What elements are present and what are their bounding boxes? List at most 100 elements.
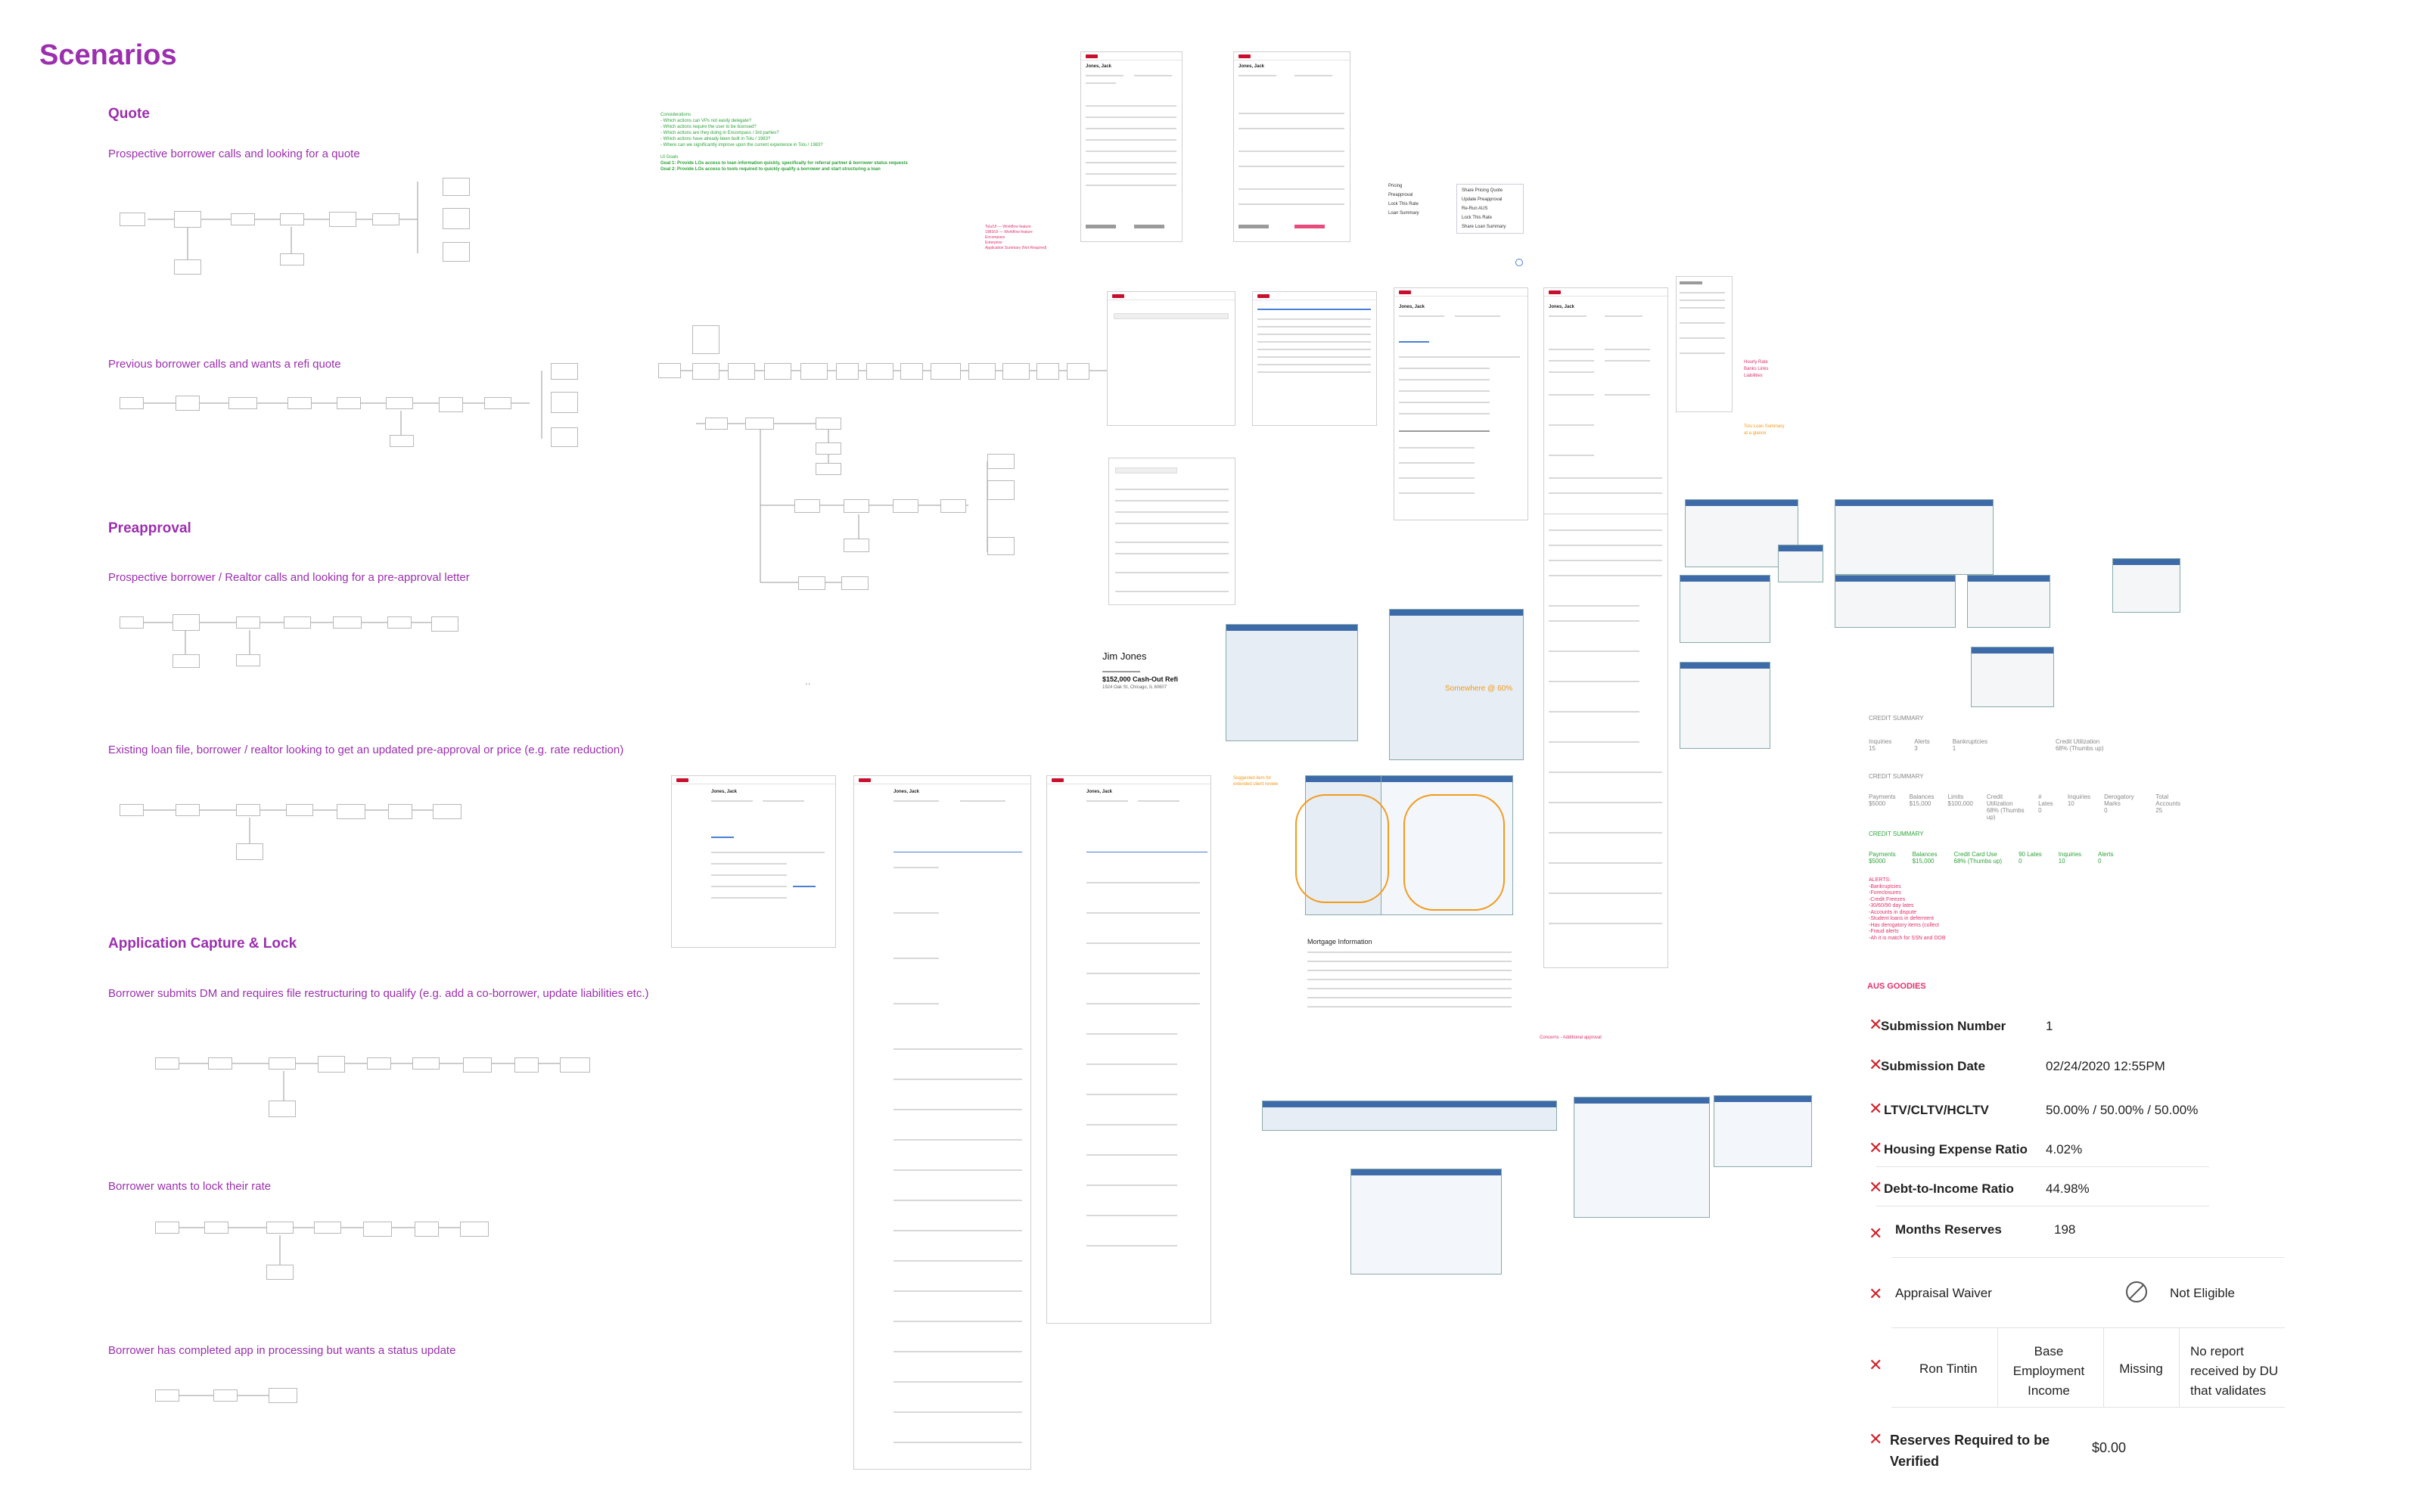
encompass-table — [1835, 499, 1994, 575]
alert-item: -Bankruptcies — [1869, 883, 1901, 890]
flow-box — [987, 454, 1015, 469]
flow-box — [728, 363, 755, 380]
credit-val: 10 — [2058, 858, 2065, 865]
scenario-3: Prospective borrower / Realtor calls and… — [108, 571, 470, 584]
aus-value: 4.02% — [2046, 1142, 2083, 1157]
action-menu-right: Share Pricing Quote Update Preapproval R… — [1456, 184, 1524, 234]
credit-col: Payments — [1869, 793, 1896, 800]
credit-val: 0 — [2038, 807, 2042, 814]
credit-col: Limits — [1947, 793, 1964, 800]
aus-value: 50.00% / 50.00% / 50.00% — [2046, 1103, 2199, 1117]
flow-box — [431, 616, 458, 632]
pricing-quote-mockup: Jones, Jack — [1080, 51, 1183, 242]
encompass-screen — [1714, 1095, 1812, 1167]
credit-val: 68% (Thumbs up) — [1953, 858, 2003, 865]
consid-line: - Which actions require the user to be l… — [660, 125, 757, 129]
alert-item: -Student loans in deferment — [1869, 916, 1934, 921]
goal-1: Goal 1: Provide LOs access to loan infor… — [660, 161, 908, 166]
encompass-table — [1967, 575, 2050, 628]
aus-label: Appraisal Waiver — [1895, 1286, 1992, 1300]
menu-item-share-quote[interactable]: Share Pricing Quote — [1462, 188, 1503, 193]
flow-box — [433, 804, 462, 819]
flow-box — [1002, 363, 1030, 380]
credit-summary-heading: CREDIT SUMMARY — [1869, 773, 1924, 780]
x-icon: ✕ — [1869, 1099, 1883, 1118]
loan-detail-financials-mockup: Jones, Jack — [1543, 287, 1668, 514]
scenario-5: Borrower submits DM and requires file re… — [108, 987, 649, 1000]
menu-item-update-preapproval[interactable]: Update Preapproval — [1462, 197, 1503, 202]
orange-note: Tolu Loan Summary at a glance — [1744, 424, 1785, 436]
flow-box — [386, 397, 413, 409]
aus-label: Months Reserves — [1895, 1222, 2002, 1237]
flow-box — [363, 1222, 392, 1237]
logo-icon — [1238, 54, 1251, 58]
loan-amount: $152,000 Cash-Out Refi — [1102, 675, 1179, 683]
aus-label: Housing Expense Ratio — [1884, 1142, 2028, 1157]
flow-box — [120, 397, 144, 409]
credit-val: $5000 — [1869, 858, 1886, 865]
flow-box — [968, 363, 996, 380]
x-icon: ✕ — [1869, 1138, 1883, 1157]
flow-box — [893, 499, 918, 513]
x-icon: ✕ — [1869, 1015, 1883, 1034]
flow-box — [484, 397, 511, 409]
page-title: Scenarios — [39, 39, 177, 71]
flow-box — [388, 804, 412, 819]
pricing-quote-mockup-2: Jones, Jack — [1233, 51, 1350, 242]
flow-box — [387, 616, 412, 629]
orange-note: Suggested item for extended client revie… — [1233, 776, 1279, 787]
loan-detail-application-mockup: Jones, Jack — [1046, 775, 1211, 1324]
credit-val: 68% (Thumbs up) — [1986, 807, 2025, 821]
credit-summary-heading: CREDIT SUMMARY — [1869, 831, 1924, 837]
flow-box — [236, 654, 260, 666]
goals-heading: UI Goals — [660, 155, 679, 160]
aus-label: Submission Number — [1881, 1019, 2006, 1033]
menu-item-rerun-aus[interactable]: Re-Run AUS — [1462, 206, 1488, 211]
flow-box — [155, 1057, 179, 1070]
aus-heading: AUS GOODIES — [1867, 982, 1926, 991]
flow-box — [266, 1265, 294, 1280]
menu-item-share-summary[interactable]: Share Loan Summary — [1462, 225, 1506, 229]
annotation: Somewhere @ 60% — [1445, 685, 1513, 693]
flow-box — [764, 363, 791, 380]
flow-box — [745, 418, 774, 430]
pink-note: Concerns - Additional approval — [1540, 1035, 1602, 1040]
flow-box — [280, 213, 304, 225]
credit-col: Alerts — [2098, 851, 2114, 858]
flow-box — [900, 363, 923, 380]
flow-box — [443, 178, 470, 196]
menu-item-lock-rate[interactable]: Lock This Rate — [1462, 216, 1492, 220]
credit-val: 0 — [2104, 807, 2108, 814]
borrower-name: Jones, Jack — [711, 790, 738, 794]
pager-icon[interactable]: ‹ › — [806, 682, 810, 687]
flow-box — [176, 804, 200, 816]
legend-item: Application Summary (Not Required) — [985, 246, 1047, 250]
info-icon[interactable] — [1515, 259, 1523, 266]
logo-icon — [1549, 290, 1561, 294]
legend-item: Tolu/UI — Workflow feature — [985, 225, 1031, 229]
highlight-oval — [1295, 794, 1389, 903]
menu-item-summary[interactable]: Loan Summary — [1388, 211, 1419, 216]
credit-summary-2: CREDIT SUMMARY Payments$5000 Balances$15… — [1869, 773, 2186, 821]
legend-item: Encompass — [985, 235, 1005, 240]
credit-val: 68% (Thumbs up) — [2055, 745, 2104, 752]
menu-item-lock[interactable]: Lock This Rate — [1388, 202, 1419, 206]
encompass-header — [1262, 1101, 1557, 1131]
flow-box — [439, 397, 463, 412]
flow-box — [367, 1057, 391, 1070]
x-icon: ✕ — [1869, 1284, 1883, 1303]
x-icon: ✕ — [1869, 1055, 1883, 1074]
menu-item-pricing[interactable]: Pricing — [1388, 184, 1403, 188]
flow-box — [658, 363, 681, 378]
loan-card: Jim Jones $152,000 Cash-Out Refi 1924 Oa… — [1102, 650, 1216, 690]
scenario-1: Prospective borrower calls and looking f… — [108, 147, 360, 160]
search-mockup — [1252, 291, 1377, 426]
menu-item-preapproval[interactable]: Preapproval — [1388, 193, 1413, 197]
flow-box — [551, 392, 578, 413]
credit-col: Payments — [1869, 851, 1896, 858]
consid-line: - Which actions can VPs not easily deleg… — [660, 119, 752, 123]
flow-box — [692, 325, 719, 354]
aus-value: Not Eligible — [2170, 1286, 2235, 1300]
aus-value: 198 — [2054, 1222, 2076, 1237]
